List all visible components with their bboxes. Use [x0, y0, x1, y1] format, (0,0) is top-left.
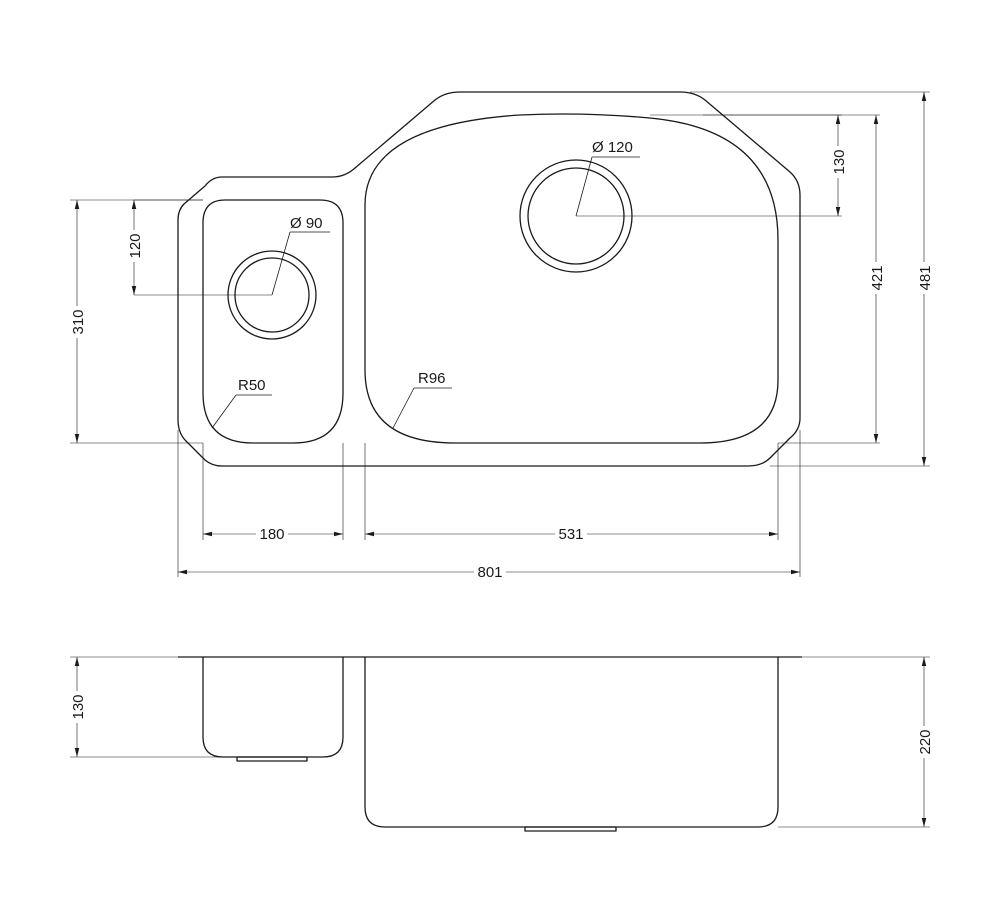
small-drain-diameter-label: Ø 90	[290, 215, 323, 232]
large-bowl-width-label: 531	[558, 526, 583, 543]
small-drain-offset-label: 120	[127, 233, 144, 258]
small-bowl-depth-label: 310	[70, 309, 87, 334]
large-bowl-profile	[364, 657, 779, 828]
small-bowl-height-label: 130	[70, 694, 87, 719]
large-drain-diameter-label: Ø 120	[592, 139, 633, 156]
section-view: 130 220	[70, 656, 934, 832]
large-bowl-outline	[364, 113, 779, 444]
sink-flange-outline	[177, 91, 801, 467]
small-bowl-drain	[236, 756, 308, 762]
overall-depth-label: 481	[917, 265, 934, 290]
overall-width-label: 801	[477, 564, 502, 581]
small-corner-radius-label: R50	[238, 377, 266, 394]
small-bowl-outline	[202, 199, 344, 444]
large-bowl-drain	[524, 826, 617, 832]
plan-view: 310 120 130 421 481 180 531 801 Ø 90 Ø 1…	[70, 91, 934, 581]
large-corner-radius-label: R96	[418, 370, 446, 387]
large-bowl-depth-label: 421	[869, 265, 886, 290]
small-bowl-profile	[202, 657, 344, 758]
small-bowl-width-label: 180	[259, 526, 284, 543]
large-bowl-height-label: 220	[917, 729, 934, 754]
large-drain-offset-label: 130	[831, 149, 848, 174]
